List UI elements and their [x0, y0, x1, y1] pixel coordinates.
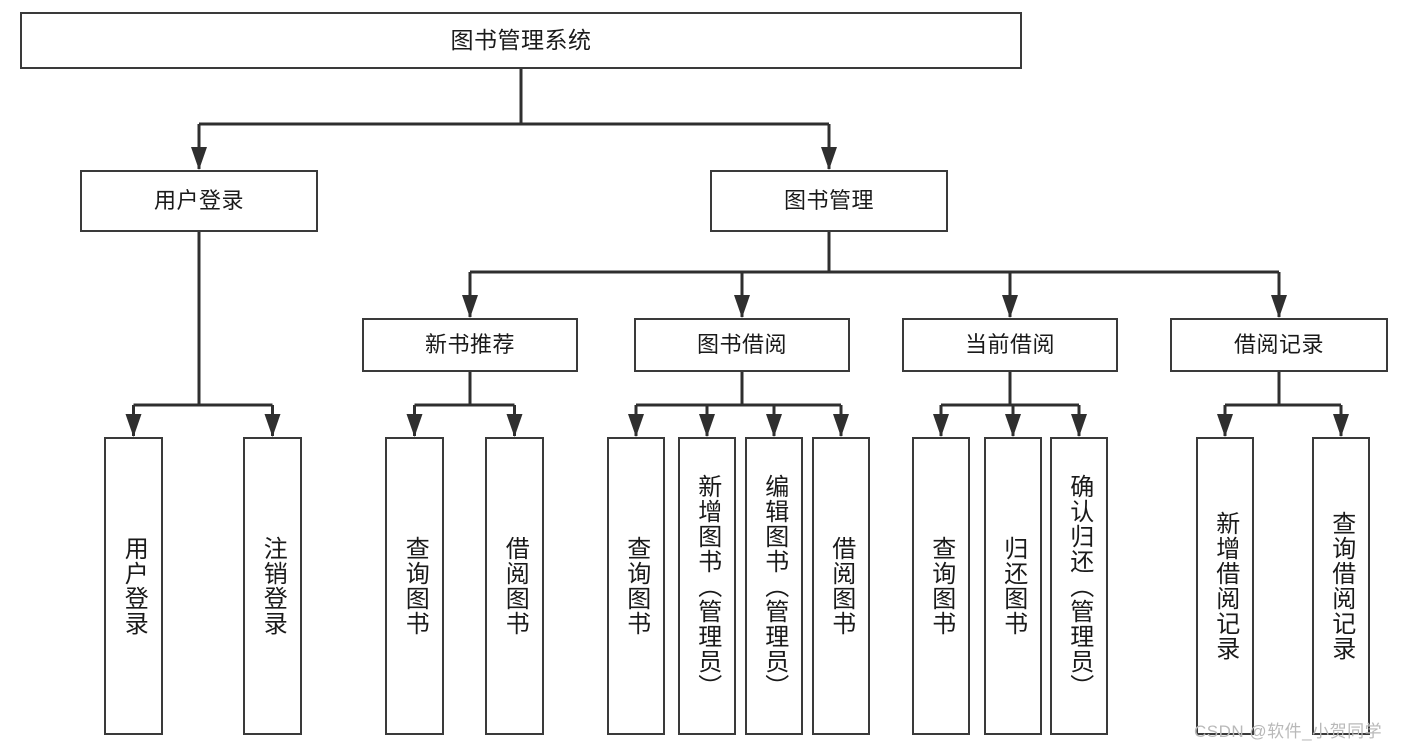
- node-l-bk-add[interactable]: 新增图书（管理员）: [678, 437, 736, 735]
- arrowhead-icon-borrow: [734, 295, 750, 318]
- node-label-l-cu-confirm: 确认归还（管理员）: [1065, 473, 1093, 699]
- arrowhead-icon-current: [1002, 295, 1018, 318]
- node-l-rc-query[interactable]: 查询借阅记录: [1312, 437, 1370, 735]
- node-label-l-nb-borrow: 借阅图书: [501, 536, 529, 636]
- arrowhead-icon-l-nb-borrow: [506, 414, 523, 437]
- node-l-cu-return[interactable]: 归还图书: [984, 437, 1042, 735]
- node-label-borrow: 图书借阅: [696, 331, 787, 357]
- arrowhead-icon-l-logout: [264, 414, 281, 437]
- node-newbook[interactable]: 新书推荐: [362, 318, 578, 372]
- watermark-text: CSDN @软件_小贺同学: [1194, 722, 1383, 741]
- node-label-l-rc-query: 查询借阅记录: [1327, 511, 1355, 661]
- arrowhead-icon-l-bk-borrow: [833, 414, 849, 437]
- arrowhead-icon-l-login: [125, 414, 142, 437]
- node-label-l-bk-query: 查询图书: [622, 536, 650, 636]
- node-label-l-cu-return: 归还图书: [999, 536, 1027, 636]
- node-l-cu-query[interactable]: 查询图书: [912, 437, 970, 735]
- arrowhead-icon-l-bk-add: [699, 414, 715, 437]
- node-l-nb-borrow[interactable]: 借阅图书: [485, 437, 544, 735]
- node-label-newbook: 新书推荐: [424, 331, 515, 357]
- node-label-root: 图书管理系统: [450, 26, 592, 53]
- node-login[interactable]: 用户登录: [80, 170, 318, 232]
- arrowhead-icon-records: [1271, 295, 1287, 318]
- node-l-bk-query[interactable]: 查询图书: [607, 437, 665, 735]
- arrowhead-icon-l-cu-return: [1005, 414, 1021, 437]
- node-l-login[interactable]: 用户登录: [104, 437, 163, 735]
- arrowhead-icon-l-bk-edit: [766, 414, 782, 437]
- node-l-bk-edit[interactable]: 编辑图书（管理员）: [745, 437, 803, 735]
- node-label-l-rc-add: 新增借阅记录: [1211, 511, 1239, 661]
- node-l-bk-borrow[interactable]: 借阅图书: [812, 437, 870, 735]
- arrowhead-icon-l-nb-query: [406, 414, 423, 437]
- node-label-l-bk-add: 新增图书（管理员）: [693, 473, 721, 699]
- node-label-records: 借阅记录: [1233, 331, 1324, 357]
- node-label-l-nb-query: 查询图书: [401, 536, 429, 636]
- arrowhead-icon-l-cu-query: [933, 414, 949, 437]
- node-l-rc-add[interactable]: 新增借阅记录: [1196, 437, 1254, 735]
- node-label-l-logout: 注销登录: [259, 536, 287, 636]
- arrowhead-icon-newbook: [462, 295, 478, 318]
- arrowhead-icon-login: [191, 147, 207, 170]
- arrowhead-icon-bookmgmt: [821, 147, 837, 170]
- node-bookmgmt[interactable]: 图书管理: [710, 170, 948, 232]
- node-current[interactable]: 当前借阅: [902, 318, 1118, 372]
- node-label-l-bk-borrow: 借阅图书: [827, 536, 855, 636]
- node-label-bookmgmt: 图书管理: [783, 187, 874, 213]
- node-label-login: 用户登录: [153, 187, 244, 213]
- node-l-nb-query[interactable]: 查询图书: [385, 437, 444, 735]
- arrowhead-icon-l-rc-add: [1217, 414, 1233, 437]
- node-root[interactable]: 图书管理系统: [20, 12, 1022, 69]
- node-borrow[interactable]: 图书借阅: [634, 318, 850, 372]
- node-l-cu-confirm[interactable]: 确认归还（管理员）: [1050, 437, 1108, 735]
- node-records[interactable]: 借阅记录: [1170, 318, 1388, 372]
- node-l-logout[interactable]: 注销登录: [243, 437, 302, 735]
- node-label-current: 当前借阅: [964, 331, 1055, 357]
- arrowhead-icon-l-cu-confirm: [1071, 414, 1087, 437]
- node-label-l-login: 用户登录: [120, 536, 148, 636]
- arrowhead-icon-l-rc-query: [1333, 414, 1349, 437]
- arrowhead-icon-l-bk-query: [628, 414, 644, 437]
- node-label-l-cu-query: 查询图书: [927, 536, 955, 636]
- node-label-l-bk-edit: 编辑图书（管理员）: [760, 473, 788, 699]
